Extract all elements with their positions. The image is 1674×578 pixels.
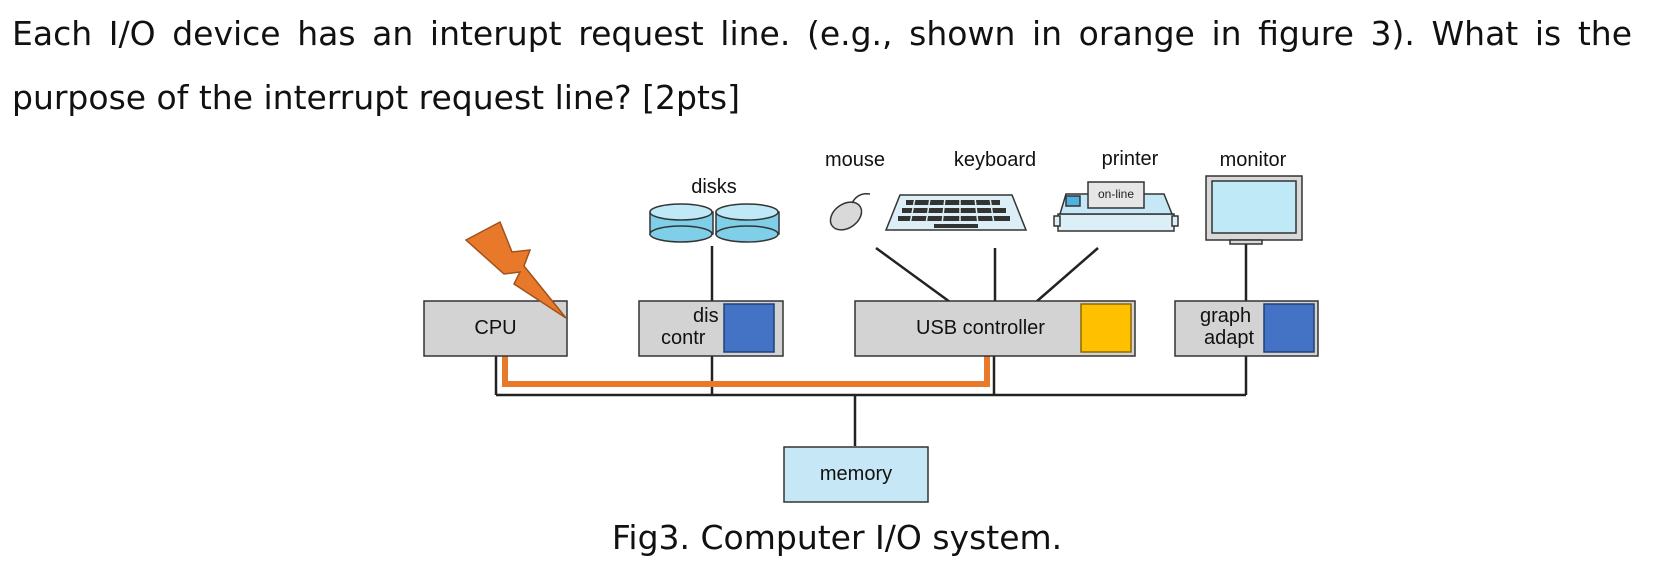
cpu-box — [423, 300, 568, 357]
mouse-icon — [829, 192, 871, 231]
question-text: Each I/O device has an interupt request … — [12, 14, 1632, 117]
disk-controller-label-line1: dis — [693, 305, 719, 327]
disk-controller-label-line2: contr — [661, 327, 706, 349]
system-bus — [494, 242, 1248, 446]
disk-controller-indicator — [723, 303, 775, 353]
printer-display-label: on-line — [1097, 187, 1135, 201]
keyboard-icon — [884, 194, 1028, 231]
monitor-label: monitor — [1219, 149, 1287, 171]
disks-icon — [649, 203, 780, 243]
printer-icon — [1053, 181, 1179, 232]
disks-label: disks — [691, 176, 737, 198]
usb-controller-label: USB controller — [916, 317, 1045, 339]
monitor-icon — [1205, 175, 1303, 245]
graphics-adapter-label-line1: graph — [1200, 305, 1252, 327]
memory-box — [783, 446, 929, 503]
keyboard-label: keyboard — [953, 149, 1037, 171]
memory-label: memory — [819, 463, 893, 485]
graphics-adapter-indicator — [1263, 303, 1315, 353]
cpu-label: CPU — [474, 317, 517, 339]
mouse-label: mouse — [824, 149, 886, 171]
printer-label: printer — [1101, 148, 1159, 170]
usb-controller-indicator — [1080, 303, 1132, 353]
figure-caption: Fig3. Computer I/O system. — [611, 518, 1063, 557]
interrupt-request-line — [502, 355, 990, 387]
lightning-bolt-icon — [464, 220, 567, 319]
graphics-adapter-label-line2: adapt — [1204, 327, 1255, 349]
